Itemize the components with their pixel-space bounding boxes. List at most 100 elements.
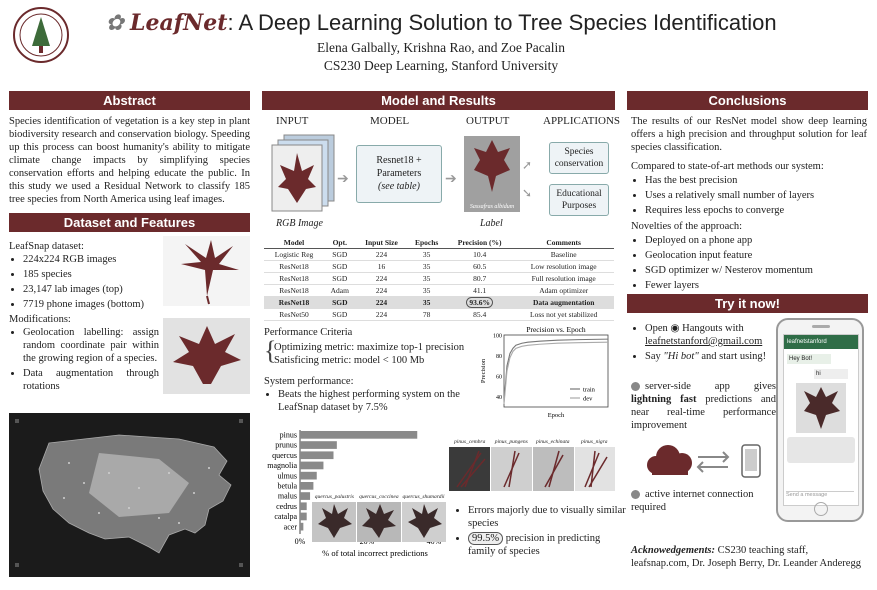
bar-category-label: catalpa xyxy=(274,512,297,521)
output-caption: Sassafras albidum xyxy=(469,204,515,210)
line-series-train xyxy=(503,338,609,402)
line-series-dev xyxy=(503,341,609,404)
phone-header: leafnetstanford xyxy=(784,335,858,349)
wifi-icon xyxy=(631,490,640,500)
try-step-say: Say "Hi bot" and start using! xyxy=(645,350,790,363)
modification-item: Data augmentation through rotations xyxy=(23,367,159,393)
table-cell: SGD xyxy=(324,260,356,273)
dataset-item: 7719 phone images (bottom) xyxy=(23,298,159,311)
image-tag: pinus_pungens xyxy=(494,439,528,445)
novelties-list: Deployed on a phone app Geolocation inpu… xyxy=(631,234,877,294)
table-cell: 10.4 xyxy=(445,248,514,261)
compared-item: Requires less epochs to converge xyxy=(645,204,877,217)
line-y-tick-label: 60 xyxy=(496,375,502,381)
model-heading: Model and Results xyxy=(262,91,615,110)
image-tag: quercus_palustris xyxy=(314,494,354,500)
line-y-label: Precision xyxy=(480,358,487,383)
compared-item: Has the best precision xyxy=(645,174,877,187)
server-note: server-side app gives lightning fast pre… xyxy=(631,380,776,432)
table-cell: 35 xyxy=(407,296,446,309)
model-line2: Parameters xyxy=(376,168,422,179)
dataset-heading: Dataset and Features xyxy=(9,213,250,232)
table-cell: ResNet18 xyxy=(264,296,325,309)
bar-x-label: % of total incorrect predictions xyxy=(322,548,428,558)
table-cell: Full resolution image xyxy=(513,272,614,285)
error-bar-chart: pinusprunusquercusmagnoliaulmusbetulamal… xyxy=(267,430,442,558)
bar-category-label: malus xyxy=(278,492,297,501)
try-steps: Open ◉ Hangouts withleafnetstanford@gmai… xyxy=(631,322,790,365)
novelty-item: SGD optimizer w/ Nesterov momentum xyxy=(645,264,877,277)
table-cell: 93.6% xyxy=(445,296,514,309)
col-input-label: INPUT xyxy=(276,115,309,127)
col-model-label: MODEL xyxy=(370,115,410,127)
phone-speaker xyxy=(812,325,830,328)
app-conservation: Species conservation xyxy=(549,142,609,174)
legend-label: train xyxy=(583,387,596,394)
arrow-icon: ➔ xyxy=(445,172,457,187)
novelty-item: Geolocation input feature xyxy=(645,249,877,262)
bar xyxy=(300,522,304,531)
conclusions-heading: Conclusions xyxy=(627,91,868,110)
novelty-item: Deployed on a phone app xyxy=(645,234,877,247)
app-education: Educational Purposes xyxy=(549,184,609,216)
error-item-family: 99.5% precision in predicting family of … xyxy=(468,532,628,558)
perf-satisficing: Satisficing metric: model < 100 Mb xyxy=(274,355,425,366)
open-suffix: Hangouts with xyxy=(679,323,744,334)
bar xyxy=(300,512,307,521)
server-b: predictions and near real-time performan… xyxy=(631,394,776,431)
poster-title: ✿ LeafNet: A Deep Learning Solution to T… xyxy=(96,10,786,36)
compared-intro: Compared to state-of-art methods our sys… xyxy=(631,161,824,172)
label-caption: Label xyxy=(480,218,503,229)
error-item: Errors majorly due to visually similar s… xyxy=(468,504,628,530)
say-prefix: Say xyxy=(645,351,664,362)
server-bold: lightning fast xyxy=(631,394,697,405)
open-prefix: Open xyxy=(645,323,671,334)
phone-home-button xyxy=(814,502,828,516)
us-map xyxy=(9,413,250,577)
dataset-item: 23,147 lab images (top) xyxy=(23,283,159,296)
perf-optimizing: Optimizing metric: maximize top-1 precis… xyxy=(274,342,465,353)
ack-text: CS230 teaching staff, leafsnap.com, Dr. … xyxy=(631,545,861,569)
bar-tick-label: 0% xyxy=(295,537,306,546)
bar-category-label: acer xyxy=(284,522,298,531)
table-header-cell: Input Size xyxy=(355,237,408,249)
bar-category-label: pinus xyxy=(280,431,297,440)
table-cell: 35 xyxy=(407,272,446,285)
table-cell: Data augmentation xyxy=(513,296,614,309)
acknowledgements: Acknowedgements: CS230 teaching staff, l… xyxy=(631,544,867,570)
family-precision-highlight: 99.5% xyxy=(468,532,504,545)
arrow-icon: ➘ xyxy=(522,186,533,200)
image-tag: quercus_shumardii xyxy=(402,494,445,500)
bot-email-link[interactable]: leafnetstanford@gmail.com xyxy=(645,336,763,347)
table-cell: ResNet18 xyxy=(264,284,325,297)
bar-category-label: ulmus xyxy=(277,471,297,480)
line-x-label: Epoch xyxy=(548,412,565,419)
phone-message-input[interactable]: Send a message xyxy=(786,491,854,502)
arrow-icon: ➚ xyxy=(522,158,533,172)
abstract-text: Species identification of vegetation is … xyxy=(9,116,250,205)
title-rest: : A Deep Learning Solution to Tree Speci… xyxy=(227,10,777,35)
model-line3: (see table) xyxy=(378,181,420,192)
leaf-logo-icon: ✿ xyxy=(105,10,124,35)
novelties-intro: Novelties of the approach: xyxy=(631,221,743,232)
bar-category-label: prunus xyxy=(275,441,297,450)
legend-label: dev xyxy=(583,396,593,403)
lightning-icon xyxy=(631,382,640,392)
table-cell: SGD xyxy=(324,308,356,321)
table-cell: SGD xyxy=(324,296,356,309)
phone-leaf-image xyxy=(163,318,250,394)
table-cell: Loss not yet stabilized xyxy=(513,308,614,321)
table-header-cell: Precision (%) xyxy=(445,237,514,249)
system-perf-item: Beats the highest performing system on t… xyxy=(278,388,493,414)
table-cell: Adam optimizer xyxy=(513,284,614,297)
dataset-item: 224x224 RGB images xyxy=(23,253,159,266)
table-cell: 60.5 xyxy=(445,260,514,273)
table-header-cell: Model xyxy=(264,237,325,249)
